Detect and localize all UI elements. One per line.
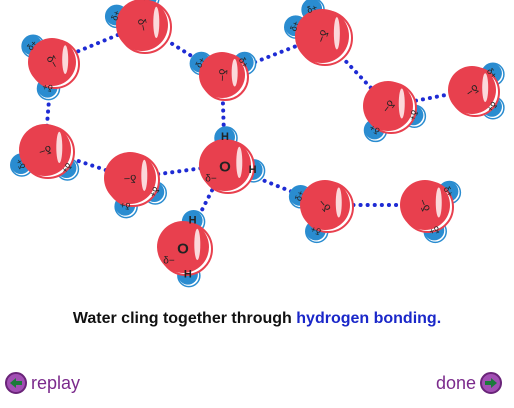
water-molecule-4: δ− δ+ δ+ bbox=[283, 0, 353, 66]
oxygen-shine bbox=[56, 131, 63, 163]
done-label: done bbox=[435, 372, 476, 393]
oxygen-shine bbox=[153, 6, 160, 38]
oxygen-shine bbox=[435, 187, 442, 218]
delta-minus-label: δ− bbox=[37, 142, 53, 157]
water-molecule-11: δ−δ+δ+ bbox=[288, 180, 354, 244]
delta-plus-label: δ+ bbox=[293, 189, 306, 202]
caption: Water cling together through hydrogen bo… bbox=[0, 310, 514, 328]
delta-plus-label: δ+ bbox=[441, 185, 455, 199]
delta-minus-label: δ− bbox=[417, 197, 433, 213]
delta-plus-label: δ+ bbox=[428, 224, 441, 237]
delta-plus-label: δ+ bbox=[42, 82, 54, 94]
water-molecule-diagram: δ− δ+ δ+ δ− δ+ δ+ δ− δ+ δ+ δ− δ+ δ+ δ− δ+ δ+ δ− δ+ δ+ δ− δ+… bbox=[10, 0, 505, 288]
water-molecule-9: Oδ− H H bbox=[199, 126, 266, 194]
delta-plus-label: δ+ bbox=[119, 200, 131, 212]
delta-plus-label: δ+ bbox=[368, 122, 382, 136]
delta-plus-label: δ+ bbox=[141, 0, 153, 3]
hydrogen-symbol: H bbox=[249, 164, 257, 176]
caption-text: Water cling together through bbox=[72, 310, 297, 327]
delta-plus-label: δ+ bbox=[407, 109, 420, 122]
oxygen-shine bbox=[335, 187, 342, 218]
water-molecule-10: Oδ− H H bbox=[157, 209, 213, 288]
delta-minus-label: δ− bbox=[163, 256, 175, 267]
water-molecules: δ− δ+ δ+ δ− δ+ δ+ δ− δ+ δ+ δ− δ+ δ+ δ− δ+ δ+ δ− δ+ δ+ δ− δ+… bbox=[10, 0, 505, 288]
caption-highlight: hydrogen bonding. bbox=[296, 310, 442, 327]
hydrogen-symbol: H bbox=[221, 131, 229, 143]
water-molecule-2: δ− δ+ δ+ bbox=[104, 0, 172, 54]
oxygen-shine bbox=[141, 159, 148, 191]
water-molecule-5: δ−δ+δ+ bbox=[363, 81, 427, 143]
delta-minus-label: δ− bbox=[463, 81, 480, 98]
oxygen-symbol: O bbox=[177, 241, 189, 258]
oxygen-shine bbox=[194, 228, 201, 260]
delta-minus-label: δ− bbox=[44, 54, 61, 71]
delta-minus-label: δ− bbox=[216, 68, 229, 81]
delta-plus-label: δ+ bbox=[306, 2, 319, 15]
oxygen-shine bbox=[62, 45, 69, 74]
delta-plus-label: δ+ bbox=[288, 20, 301, 33]
water-molecule-12: δ− δ+ δ+ bbox=[400, 180, 462, 244]
delta-plus-label: δ+ bbox=[237, 56, 251, 70]
done-button[interactable]: done bbox=[436, 372, 502, 394]
hydrogen-symbol: H bbox=[189, 215, 197, 227]
right-arrow-icon bbox=[480, 372, 502, 394]
water-molecule-6: δ−δ+δ+ bbox=[448, 62, 505, 120]
delta-plus-label: δ+ bbox=[147, 185, 161, 199]
replay-button[interactable]: replay bbox=[5, 372, 80, 394]
delta-plus-label: δ+ bbox=[309, 224, 322, 237]
left-arrow-icon bbox=[5, 372, 27, 394]
oxygen-shine bbox=[333, 17, 340, 50]
delta-minus-label: δ− bbox=[205, 174, 217, 185]
delta-minus-label: δ− bbox=[124, 172, 137, 184]
oxygen-shine bbox=[236, 146, 243, 178]
delta-plus-label: δ+ bbox=[14, 157, 28, 171]
oxygen-symbol: O bbox=[219, 159, 231, 176]
oxygen-shine bbox=[231, 58, 238, 87]
delta-minus-label: δ− bbox=[314, 28, 330, 44]
delta-plus-label: δ+ bbox=[193, 56, 207, 70]
water-molecule-1: δ−δ+δ+ bbox=[21, 34, 80, 101]
oxygen-shine bbox=[482, 73, 489, 102]
water-molecule-3: δ− δ+ δ+ bbox=[189, 51, 257, 101]
oxygen-shine bbox=[398, 88, 405, 119]
delta-minus-label: δ− bbox=[135, 18, 150, 33]
delta-plus-label: δ+ bbox=[109, 9, 122, 22]
water-molecule-8: δ− δ+ δ+ bbox=[104, 152, 167, 219]
replay-label: replay bbox=[31, 372, 81, 393]
water-molecule-7: δ−δ+δ+ bbox=[10, 124, 80, 181]
hydrogen-symbol: H bbox=[184, 269, 192, 281]
